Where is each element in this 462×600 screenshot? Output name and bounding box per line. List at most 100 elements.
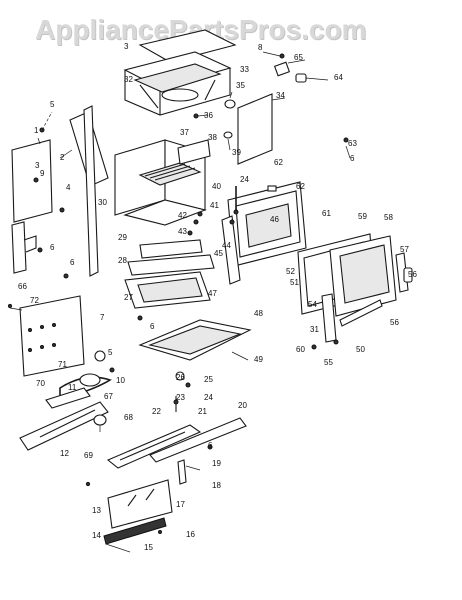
callout-62: 62 xyxy=(296,182,305,191)
callout-6: 6 xyxy=(50,243,55,252)
callout-25: 25 xyxy=(204,375,213,384)
oven-burner xyxy=(59,350,115,399)
callout-33: 33 xyxy=(240,65,249,74)
callout-11: 11 xyxy=(68,383,77,392)
callout-30: 30 xyxy=(98,198,107,207)
callout-58: 58 xyxy=(384,213,393,222)
rear-panel xyxy=(9,295,85,377)
kick-panel xyxy=(107,479,173,529)
callout-31: 31 xyxy=(310,325,319,334)
callout-36: 36 xyxy=(204,111,213,120)
callout-42: 42 xyxy=(178,211,187,220)
callout-6: 6 xyxy=(150,322,155,331)
callout-52: 52 xyxy=(286,267,295,276)
callout-4: 4 xyxy=(66,183,71,192)
callout-15: 15 xyxy=(144,543,153,552)
callout-19: 19 xyxy=(212,459,221,468)
misc-screws xyxy=(7,137,351,487)
top-right-hardware xyxy=(262,51,329,83)
callout-40: 40 xyxy=(212,182,221,191)
callout-49: 49 xyxy=(254,355,263,364)
oven-door-assembly xyxy=(221,181,307,285)
callout-17: 17 xyxy=(176,500,185,509)
vertical-rail-28 xyxy=(83,105,99,277)
callout-35: 35 xyxy=(236,81,245,90)
callout-61: 61 xyxy=(322,209,331,218)
small-knob-parts xyxy=(223,91,236,151)
callout-20: 20 xyxy=(238,401,247,410)
callout-45: 45 xyxy=(214,249,223,258)
burner-tube-assembly xyxy=(19,387,109,451)
part-24-bracket xyxy=(233,186,239,215)
callout-27: 27 xyxy=(124,293,133,302)
callout-29: 29 xyxy=(118,233,127,242)
callout-9: 9 xyxy=(40,169,45,178)
callout-50: 50 xyxy=(356,345,365,354)
callout-57: 57 xyxy=(400,245,409,254)
callout-67: 67 xyxy=(104,392,113,401)
oven-glass-panel xyxy=(297,233,413,317)
callout-18: 18 xyxy=(212,481,221,490)
callout-60: 60 xyxy=(296,345,305,354)
callout-47: 47 xyxy=(208,289,217,298)
callout-21: 21 xyxy=(198,407,207,416)
callout-56: 56 xyxy=(390,318,399,327)
callout-12: 12 xyxy=(60,449,69,458)
callout-48: 48 xyxy=(254,309,263,318)
callout-7: 7 xyxy=(100,313,105,322)
callout-37: 37 xyxy=(180,128,189,137)
callout-6: 6 xyxy=(350,154,355,163)
callout-43: 43 xyxy=(178,227,187,236)
broiler-hardware xyxy=(187,211,203,236)
callout-70: 70 xyxy=(36,379,45,388)
callout-26: 26 xyxy=(176,373,185,382)
callout-63: 63 xyxy=(348,139,357,148)
callout-5: 5 xyxy=(108,348,113,357)
callout-32: 32 xyxy=(124,75,133,84)
callout-66: 66 xyxy=(18,282,27,291)
callout-3: 3 xyxy=(124,42,129,51)
bracket-69 xyxy=(11,221,37,274)
burner-fittings xyxy=(173,371,191,412)
bottom-tray xyxy=(138,319,252,361)
callout-41: 41 xyxy=(210,201,219,210)
callout-62: 62 xyxy=(274,158,283,167)
right-side-panel xyxy=(237,93,286,165)
part-65 xyxy=(267,185,277,192)
callout-2: 2 xyxy=(60,153,65,162)
callout-44: 44 xyxy=(222,241,231,250)
callout-51: 51 xyxy=(290,278,299,287)
callout-14: 14 xyxy=(92,531,101,540)
callout-38: 38 xyxy=(208,133,217,142)
callout-56: 56 xyxy=(408,270,417,279)
callout-55: 55 xyxy=(324,358,333,367)
broiler-compartment xyxy=(114,139,211,226)
callout-68: 68 xyxy=(124,413,133,422)
callout-16: 16 xyxy=(186,530,195,539)
callout-65: 65 xyxy=(294,53,303,62)
callout-69: 69 xyxy=(84,451,93,460)
lower-burner xyxy=(106,417,247,469)
bottom-grille xyxy=(103,517,167,553)
callout-22: 22 xyxy=(152,407,161,416)
callout-24: 24 xyxy=(204,393,213,402)
door-hinge-parts xyxy=(311,293,383,350)
callout-72: 72 xyxy=(30,296,39,305)
callout-59: 59 xyxy=(358,212,367,221)
callout-24: 24 xyxy=(240,175,249,184)
callout-28: 28 xyxy=(118,256,127,265)
top-vent-assembly xyxy=(123,29,237,116)
left-screws xyxy=(37,111,69,279)
callout-23: 23 xyxy=(176,393,185,402)
callout-13: 13 xyxy=(92,506,101,515)
callout-1: 1 xyxy=(34,126,39,135)
callout-46: 46 xyxy=(270,215,279,224)
callout-34: 34 xyxy=(276,91,285,100)
left-side-panel xyxy=(11,137,53,223)
lower-right-hardware xyxy=(177,444,213,485)
drawer-rails xyxy=(124,239,215,321)
callout-8: 8 xyxy=(258,43,263,52)
part-37 xyxy=(193,113,209,119)
